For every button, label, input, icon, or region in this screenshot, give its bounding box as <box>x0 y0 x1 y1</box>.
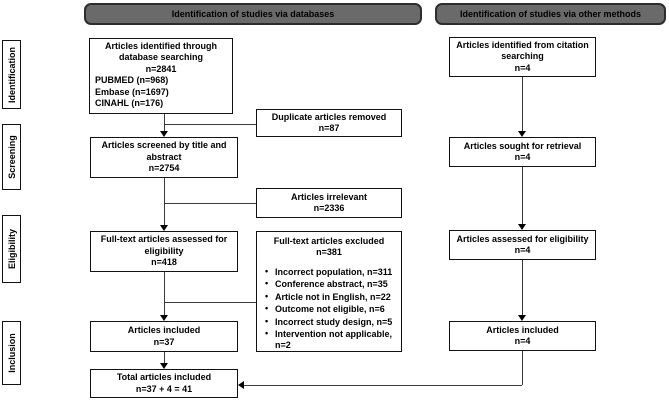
box-fulltext-assessed: Full-text articles assessed for eligibil… <box>90 231 238 272</box>
stage-inclusion-label: Inclusion <box>6 333 17 373</box>
box-fulltext-excluded: Full-text articles excluded n=381 Incorr… <box>256 231 402 352</box>
header-databases: Identification of studies via databases <box>84 3 422 25</box>
box-identified-citation: Articles identified from citation search… <box>449 37 596 77</box>
stage-screening: Screening <box>2 124 21 190</box>
box-sought-retrieval: Articles sought for retrieval n=4 <box>449 137 596 167</box>
box-duplicates-removed: Duplicate articles removed n=87 <box>256 109 402 137</box>
arrowhead-into-eligibility <box>518 224 526 230</box>
connector-to-irrelevant <box>164 203 256 204</box>
exclusion-reason: Incorrect study design, n=5 <box>263 315 397 328</box>
connector-eligibility-to-included <box>522 260 523 317</box>
stage-eligibility: Eligibility <box>2 215 21 283</box>
connector-citation-to-retrieval <box>522 77 523 133</box>
box-assessed-eligibility-text: Articles assessed for eligibility n=4 <box>456 233 589 255</box>
exclusion-reason-list: Incorrect population, n=311 Conference a… <box>257 266 401 353</box>
connector-screened-to-assessed <box>164 178 165 227</box>
source-cinahl: CINAHL (n=176) <box>95 98 164 109</box>
box-identified-databases: Articles identified through database sea… <box>89 38 233 114</box>
source-pubmed: PUBMED (n=968) <box>95 75 169 86</box>
exclusion-reason: Intervention not applicable, n=2 <box>263 328 397 352</box>
exclusion-reason: Outcome not eligible, n=6 <box>263 303 397 315</box>
box-assessed-eligibility: Articles assessed for eligibility n=4 <box>449 230 596 260</box>
box-screened: Articles screened by title and abstract … <box>90 137 238 178</box>
stage-identification: Identification <box>2 40 21 109</box>
arrowhead-into-included <box>160 315 168 321</box>
connector-included-citation-down <box>522 351 523 385</box>
box-screened-text: Articles screened by title and abstract … <box>101 140 227 174</box>
connector-retrieval-to-eligibility <box>522 167 523 226</box>
box-irrelevant: Articles irrelevant n=2336 <box>256 188 402 218</box>
arrowhead-into-retrieval <box>518 131 526 137</box>
box-irrelevant-text: Articles irrelevant n=2336 <box>290 191 368 213</box>
stage-screening-label: Screening <box>6 135 17 179</box>
box-total-included: Total articles included n=37 + 4 = 41 <box>90 369 238 398</box>
stage-identification-label: Identification <box>6 46 17 103</box>
stage-eligibility-label: Eligibility <box>6 228 17 270</box>
box-included-citation: Articles included n=4 <box>449 321 596 351</box>
box-included-databases: Articles included n=37 <box>90 321 238 352</box>
box-fulltext-excluded-title: Full-text articles excluded n=381 <box>273 236 385 258</box>
connector-assessed-to-included <box>164 272 165 317</box>
box-included-citation-text: Articles included n=4 <box>486 324 559 346</box>
arrowhead-into-screened <box>160 131 168 137</box>
arrowhead-into-assessed <box>160 225 168 231</box>
arrowhead-into-total <box>160 363 168 369</box>
box-duplicates-removed-text: Duplicate articles removed n=87 <box>271 111 387 133</box>
box-total-included-text: Total articles included n=37 + 4 = 41 <box>116 372 212 394</box>
connector-to-excluded <box>164 302 256 303</box>
box-identified-citation-text: Articles identified from citation search… <box>456 39 589 73</box>
exclusion-reason: Conference abstract, n=35 <box>263 278 397 290</box>
stage-inclusion: Inclusion <box>2 321 21 385</box>
exclusion-reason: Article not in English, n=22 <box>263 291 397 303</box>
box-identified-databases-text: Articles identified through database sea… <box>104 41 217 74</box>
connector-included-to-total <box>164 352 165 365</box>
exclusion-reason: Incorrect population, n=311 <box>263 266 397 278</box>
connector-to-duplicates <box>164 124 256 125</box>
box-fulltext-assessed-text: Full-text articles assessed for eligibil… <box>100 234 228 268</box>
box-identified-databases-sources: PUBMED (n=968) Embase (n=1697) CINAHL (n… <box>90 75 232 109</box>
box-sought-retrieval-text: Articles sought for retrieval n=4 <box>463 140 582 162</box>
arrowhead-into-total-right <box>238 381 244 389</box>
box-included-databases-text: Articles included n=37 <box>127 325 201 347</box>
connector-identified-to-screened <box>164 114 165 133</box>
arrowhead-into-included-citation <box>518 315 526 321</box>
header-other-methods: Identification of studies via other meth… <box>435 3 666 25</box>
source-embase: Embase (n=1697) <box>95 86 169 97</box>
connector-citation-to-total <box>244 385 522 386</box>
